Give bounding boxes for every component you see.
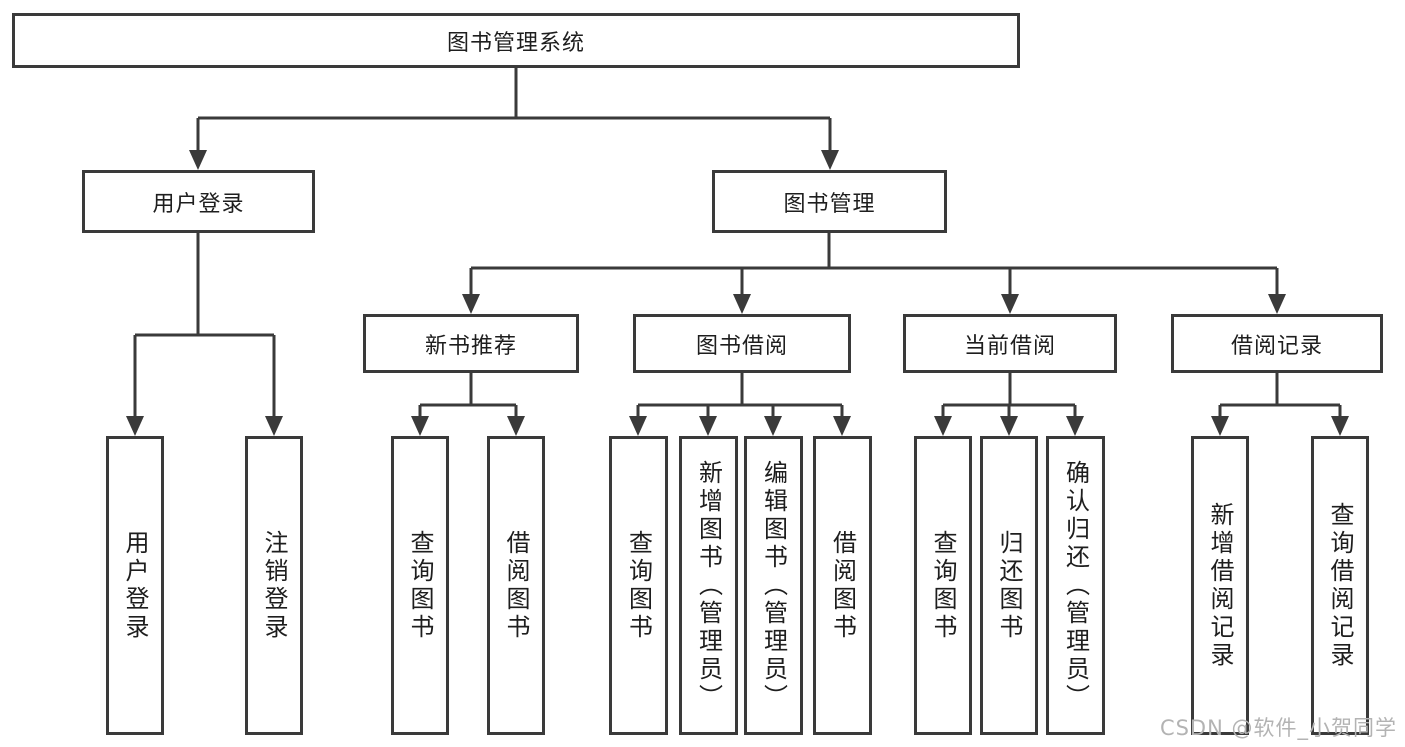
leaf-curbor-query-book: 查询图书 (914, 436, 972, 735)
leaf-query-borrow-record-label: 查询借阅记录 (1326, 501, 1354, 670)
connector-newrec-to-leaves (418, 373, 518, 418)
connector-record-to-leaves (1218, 373, 1342, 418)
connector-curbor-to-leaves (941, 373, 1077, 418)
leaf-borrow-query-book-label: 查询图书 (624, 529, 653, 642)
connector-bookmg-to-level3 (469, 233, 1279, 296)
leaf-edit-book-admin-label: 编辑图书（管理员） (759, 459, 788, 712)
node-book-borrow: 图书借阅 (633, 314, 851, 373)
leaf-add-book-admin-label: 新增图书（管理员） (694, 459, 723, 712)
leaf-return-book-label: 归还图书 (995, 529, 1023, 642)
leaf-newrec-query-book-label: 查询图书 (406, 529, 434, 642)
node-current-borrow: 当前借阅 (903, 314, 1117, 373)
connector-borrow-to-leaves (636, 373, 844, 418)
leaf-add-borrow-record: 新增借阅记录 (1191, 436, 1249, 735)
leaf-newrec-borrow-book-label: 借阅图书 (502, 529, 530, 642)
node-borrow-record-label: 借阅记录 (1230, 333, 1323, 359)
leaf-edit-book-admin: 编辑图书（管理员） (744, 436, 803, 735)
leaf-add-borrow-record-label: 新增借阅记录 (1206, 501, 1234, 670)
leaf-borrow-book: 借阅图书 (813, 436, 872, 735)
node-borrow-record: 借阅记录 (1171, 314, 1383, 373)
leaf-logout-label: 注销登录 (260, 529, 288, 642)
node-book-borrow-label: 图书借阅 (695, 333, 788, 359)
leaf-return-book: 归还图书 (980, 436, 1038, 735)
leaf-add-book-admin: 新增图书（管理员） (679, 436, 738, 735)
leaf-newrec-query-book: 查询图书 (391, 436, 449, 735)
connector-root-to-level2 (196, 68, 832, 152)
node-book-management-label: 图书管理 (783, 191, 876, 217)
leaf-newrec-borrow-book: 借阅图书 (487, 436, 545, 735)
node-current-borrow-label: 当前借阅 (963, 333, 1056, 359)
node-user-login-label: 用户登录 (152, 191, 245, 217)
leaf-user-login: 用户登录 (106, 436, 164, 735)
node-root-system: 图书管理系统 (12, 13, 1020, 68)
node-new-book-recommend-label: 新书推荐 (424, 333, 517, 359)
node-book-management: 图书管理 (712, 170, 947, 233)
arrowheads (126, 150, 1349, 436)
csdn-watermark: CSDN @软件_小贺同学 (1159, 716, 1397, 740)
leaf-confirm-return-admin: 确认归还（管理员） (1046, 436, 1105, 735)
leaf-borrow-book-label: 借阅图书 (828, 529, 857, 642)
connector-login-to-leaves (133, 233, 276, 418)
leaf-user-login-label: 用户登录 (121, 529, 149, 642)
leaf-borrow-query-book: 查询图书 (609, 436, 668, 735)
node-root-label: 图书管理系统 (446, 30, 585, 56)
leaf-confirm-return-admin-label: 确认归还（管理员） (1061, 459, 1090, 712)
leaf-curbor-query-book-label: 查询图书 (929, 529, 957, 642)
leaf-query-borrow-record: 查询借阅记录 (1311, 436, 1369, 735)
node-new-book-recommend: 新书推荐 (363, 314, 579, 373)
leaf-logout: 注销登录 (245, 436, 303, 735)
node-user-login: 用户登录 (82, 170, 315, 233)
